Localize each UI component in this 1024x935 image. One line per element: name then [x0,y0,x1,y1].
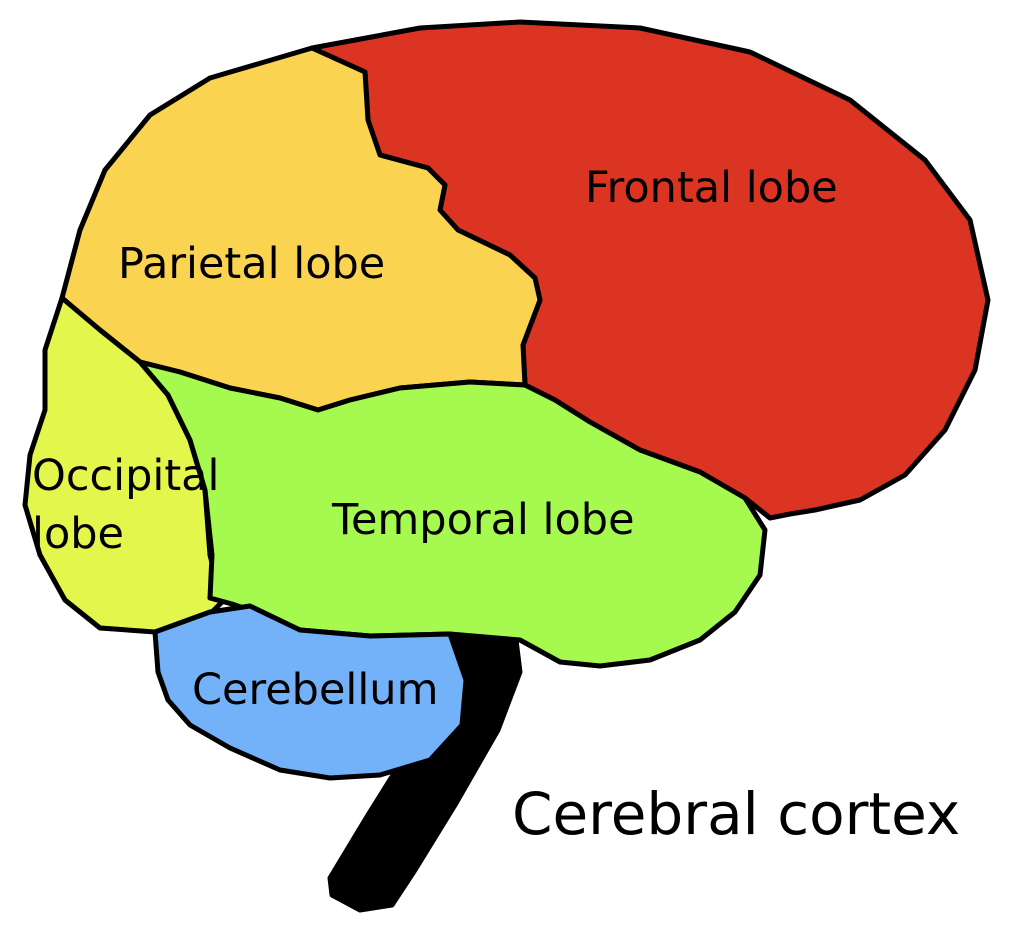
cerebellum-label: Cerebellum [192,665,438,715]
temporal-lobe-region [137,359,768,669]
occipital-lobe-label-line2: lobe [32,509,124,559]
parietal-lobe-label: Parietal lobe [118,239,385,289]
frontal-lobe-label: Frontal lobe [585,163,838,213]
occipital-lobe-label: Occipital lobe [32,451,233,559]
cerebellum-region [152,603,469,781]
occipital-lobe-label-line1: Occipital [32,451,219,501]
temporal-lobe-label: Temporal lobe [331,495,635,545]
diagram-title: Cerebral cortex [512,780,960,848]
